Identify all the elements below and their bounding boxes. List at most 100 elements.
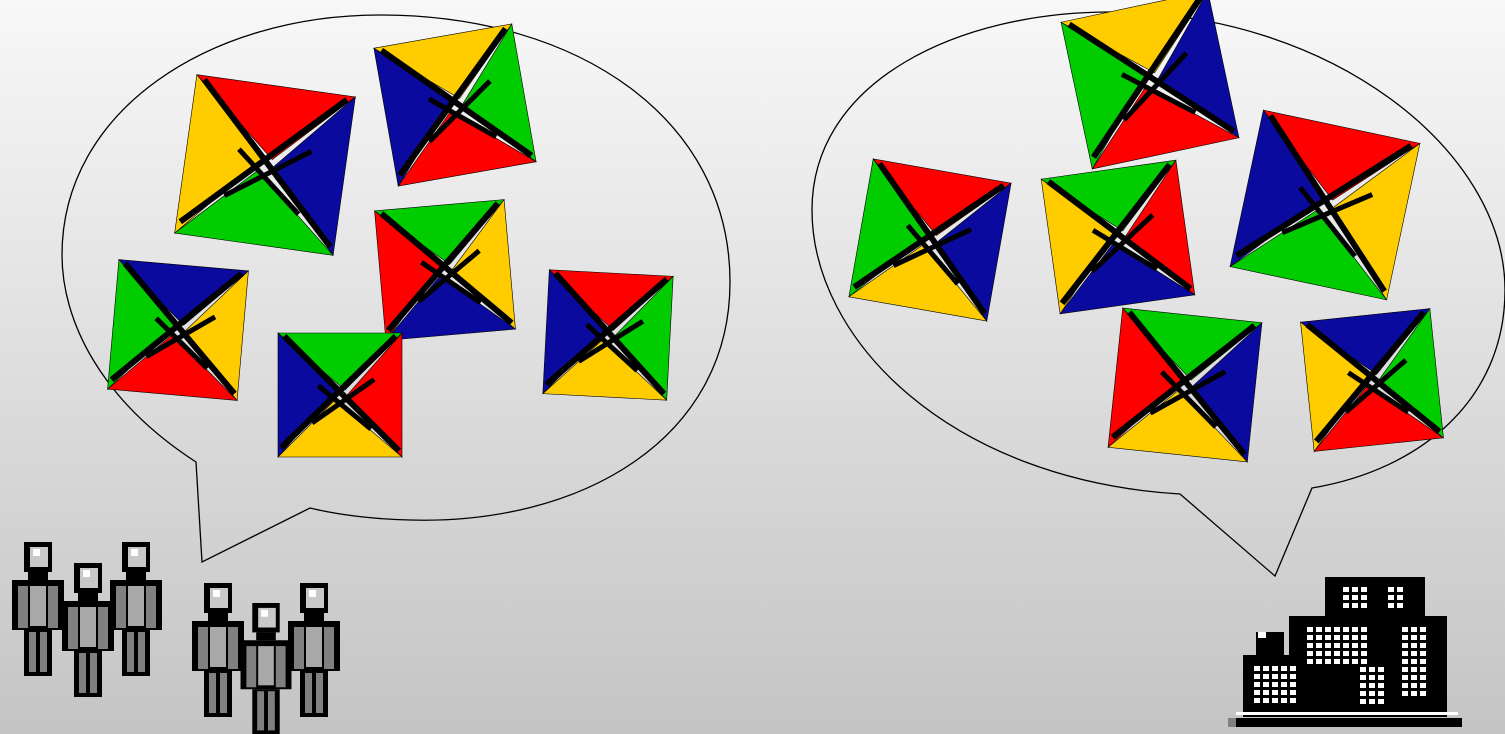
person-leg-right	[40, 632, 47, 672]
person-arm-right	[98, 607, 108, 649]
middle-window	[1307, 643, 1313, 648]
pyramid-2	[374, 24, 536, 186]
middle-lower-window	[1378, 699, 1384, 704]
middle-window	[1316, 627, 1322, 632]
middle-window	[1361, 651, 1367, 656]
middle-window	[1307, 627, 1313, 632]
person-face-highlight	[309, 590, 316, 597]
person-leg-right	[220, 673, 227, 713]
low-window	[1290, 698, 1296, 703]
tower-window	[1343, 587, 1349, 592]
person-chest	[128, 586, 144, 626]
person-arm-left	[294, 627, 304, 669]
person-legs	[300, 671, 328, 717]
side-window	[1411, 659, 1417, 664]
tower-window	[1352, 587, 1358, 592]
low-window	[1272, 690, 1278, 695]
middle-lower-window	[1360, 683, 1366, 688]
pyramid-11	[1108, 308, 1262, 462]
person-arm-left	[18, 586, 28, 628]
middle-lower-window	[1369, 683, 1375, 688]
person-arm-right	[324, 627, 334, 669]
pyramid-12	[1301, 309, 1444, 452]
low-window	[1290, 666, 1296, 671]
middle-window	[1325, 635, 1331, 640]
pyramid-5	[278, 333, 402, 457]
person-leg-right	[90, 653, 97, 693]
person-neck	[126, 572, 146, 580]
low-window	[1254, 690, 1260, 695]
middle-lower-window	[1360, 691, 1366, 696]
low-window	[1254, 682, 1260, 687]
tower-window	[1397, 603, 1403, 608]
person-arm-left	[68, 607, 78, 649]
side-window	[1420, 635, 1426, 640]
middle-lower-window	[1378, 691, 1384, 696]
person-legs	[122, 630, 150, 676]
pyramid-8	[849, 159, 1011, 321]
person-neck	[28, 572, 48, 580]
side-window	[1411, 667, 1417, 672]
person-face-highlight	[83, 570, 90, 577]
side-window	[1411, 651, 1417, 656]
tower-window	[1397, 587, 1403, 592]
low-window	[1254, 674, 1260, 679]
person-neck	[256, 632, 276, 640]
low-window	[1263, 666, 1269, 671]
low-window	[1281, 690, 1287, 695]
person-arm-right	[146, 586, 156, 628]
person-arm-right	[48, 586, 58, 628]
person-chest	[30, 586, 46, 626]
middle-window	[1343, 635, 1349, 640]
pyramid-10	[1230, 110, 1420, 300]
middle-lower-window	[1360, 667, 1366, 672]
person-face-highlight	[213, 590, 220, 597]
person-leg-left	[209, 673, 216, 713]
middle-lower-window	[1360, 699, 1366, 704]
low-window	[1290, 690, 1296, 695]
side-window	[1402, 643, 1408, 648]
side-window	[1420, 651, 1426, 656]
low-window	[1281, 666, 1287, 671]
middle-window	[1316, 651, 1322, 656]
side-window	[1402, 635, 1408, 640]
side-window	[1402, 659, 1408, 664]
middle-window	[1325, 651, 1331, 656]
side-window	[1420, 667, 1426, 672]
person-leg-right	[316, 673, 323, 713]
middle-window	[1343, 627, 1349, 632]
person-chest	[210, 627, 226, 667]
side-window	[1402, 651, 1408, 656]
middle-window	[1343, 643, 1349, 648]
person-arm-left	[116, 586, 126, 628]
tower-window	[1361, 603, 1367, 608]
person-neck	[208, 613, 228, 621]
person-leg-left	[305, 673, 312, 713]
side-window	[1402, 683, 1408, 688]
middle-window	[1307, 651, 1313, 656]
side-window	[1420, 659, 1426, 664]
tower-window	[1343, 603, 1349, 608]
middle-window	[1361, 635, 1367, 640]
side-window	[1411, 627, 1417, 632]
middle-window	[1334, 627, 1340, 632]
person-leg-right	[138, 632, 145, 672]
middle-window	[1316, 659, 1322, 664]
side-window	[1420, 691, 1426, 696]
middle-window	[1361, 627, 1367, 632]
middle-lower-window	[1378, 675, 1384, 680]
middle-window	[1361, 659, 1367, 664]
tower-window	[1361, 587, 1367, 592]
person-leg-left	[127, 632, 134, 672]
middle-window	[1307, 635, 1313, 640]
side-window	[1420, 643, 1426, 648]
person-arm-left	[198, 627, 208, 669]
low-window	[1290, 682, 1296, 687]
middle-window	[1352, 635, 1358, 640]
middle-lower-window	[1378, 667, 1384, 672]
person-face-highlight	[131, 549, 138, 556]
middle-window	[1325, 627, 1331, 632]
low-window	[1254, 698, 1260, 703]
middle-window	[1325, 643, 1331, 648]
